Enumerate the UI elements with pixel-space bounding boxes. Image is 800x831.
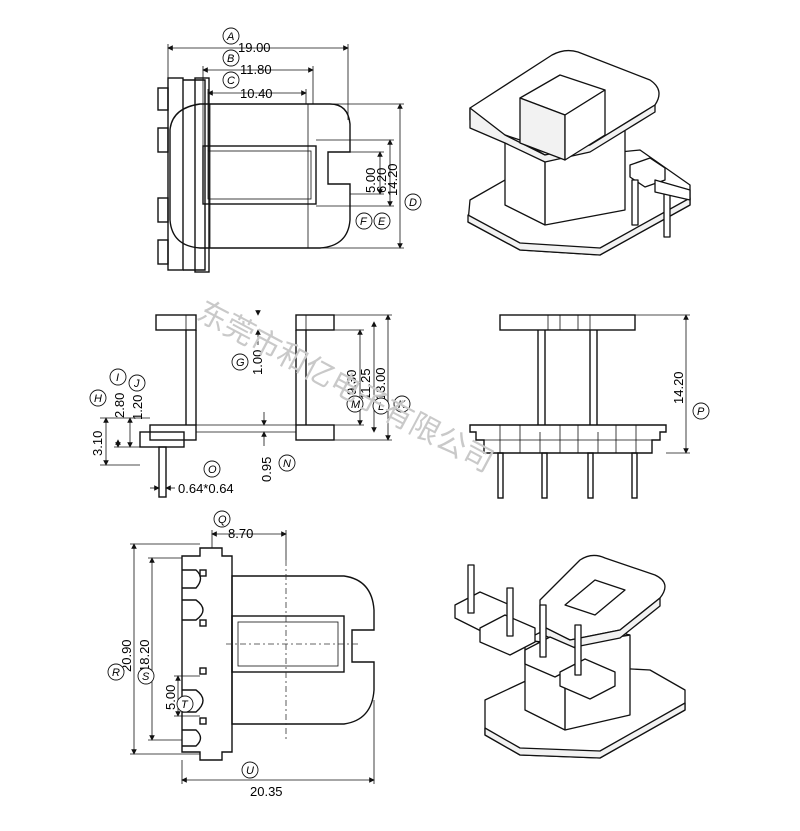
bottom-view xyxy=(181,547,375,761)
dim-u-value: 20.35 xyxy=(250,784,283,799)
label-f: F xyxy=(360,216,368,228)
label-o: O xyxy=(208,464,217,476)
dim-p-value: 14.20 xyxy=(671,371,686,404)
dim-m-value: 9.30 xyxy=(344,370,359,395)
dim-e-value: 6.20 xyxy=(374,168,389,193)
label-q: Q xyxy=(218,514,227,526)
label-u: U xyxy=(246,765,254,777)
label-l: L xyxy=(378,401,384,413)
label-r: R xyxy=(112,667,120,679)
label-p: P xyxy=(697,406,705,418)
label-m: M xyxy=(351,399,361,411)
dim-d-value: 14.20 xyxy=(385,163,400,196)
top-view-pins xyxy=(157,77,184,271)
top-view xyxy=(157,77,351,273)
label-a: A xyxy=(226,31,234,43)
label-s: S xyxy=(142,671,150,683)
dim-l-value: 11.25 xyxy=(358,368,373,400)
label-e: E xyxy=(378,216,386,228)
bottom-view-dimensions: 8.70 20.90 18.20 5.00 20.35 Q R S T U xyxy=(107,510,375,799)
dim-k-value: 13.00 xyxy=(373,367,388,400)
dim-j-value: 1.20 xyxy=(130,395,145,420)
label-b: B xyxy=(227,53,234,65)
dim-i-value: 2.80 xyxy=(112,393,127,418)
label-d: D xyxy=(409,197,417,209)
label-k: K xyxy=(398,399,406,411)
label-h: H xyxy=(94,393,102,405)
dim-q-value: 8.70 xyxy=(228,526,253,541)
iso-bottom-pins xyxy=(454,564,616,700)
side-view-dimensions: 1.00 9.30 11.25 13.00 2.80 1.20 3.10 0.9… xyxy=(89,310,411,496)
dim-h-value: 3.10 xyxy=(90,431,105,456)
company-watermark: 东莞市和亿电子有限公司 xyxy=(192,295,499,479)
front-view xyxy=(469,314,667,499)
dim-s-value: 18.20 xyxy=(137,639,152,672)
side-view xyxy=(139,314,335,498)
label-c: C xyxy=(227,75,235,87)
dim-r-value: 20.90 xyxy=(119,639,134,672)
label-j: J xyxy=(133,378,140,390)
iso-top-pins xyxy=(629,157,691,238)
top-view-dimensions: 19.00 11.80 10.40 5.00 6.20 14.20 A B C … xyxy=(167,27,422,249)
label-i: I xyxy=(116,372,119,384)
label-n: N xyxy=(283,458,291,470)
dim-c-value: 10.40 xyxy=(240,86,273,101)
dim-b-value: 11.80 xyxy=(240,62,272,77)
dim-f-value: 5.00 xyxy=(363,168,378,193)
isometric-view-top xyxy=(467,49,691,256)
dim-g-value: 1.00 xyxy=(250,350,265,375)
dim-n-value: 0.95 xyxy=(259,457,274,482)
dim-t-value: 5.00 xyxy=(163,685,178,710)
front-view-dimensions: 14.20 P xyxy=(635,314,710,454)
isometric-view-bottom xyxy=(454,554,686,759)
label-g: G xyxy=(236,357,245,369)
dim-o-value: 0.64*0.64 xyxy=(178,481,234,496)
label-t: T xyxy=(181,699,189,711)
dim-a-value: 19.00 xyxy=(238,40,271,55)
